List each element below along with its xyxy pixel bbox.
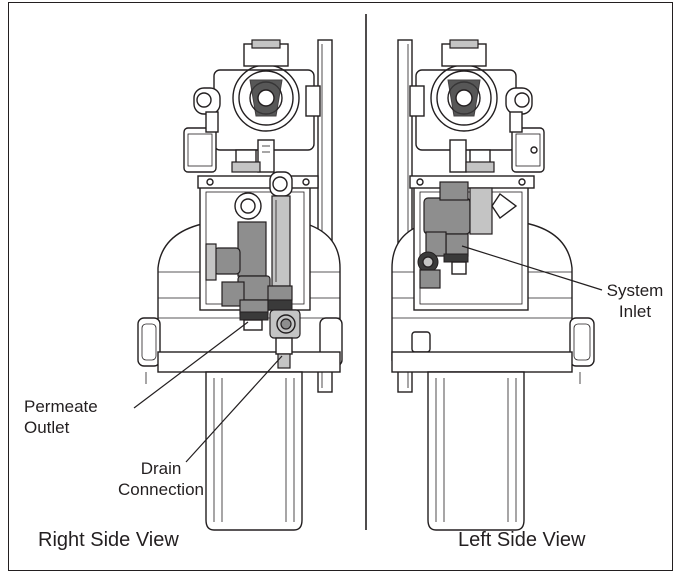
permeate-outlet-label-line2: Outlet	[24, 418, 70, 437]
right-side-view-caption: Right Side View	[38, 529, 179, 551]
figure-border	[8, 2, 673, 571]
left-side-view-drawing	[391, 39, 595, 531]
drain-connection-leader	[185, 355, 283, 463]
right-side-view-drawing	[137, 39, 343, 531]
system-inlet-label-line2: Inlet	[618, 302, 652, 321]
permeate-outlet-leader	[133, 321, 249, 409]
drain-connection-label-line1: Drain	[140, 459, 182, 478]
left-side-view-caption: Left Side View	[458, 529, 586, 551]
system-inlet-label: System Inlet	[604, 280, 666, 322]
drain-connection-label: Drain Connection	[108, 458, 214, 500]
permeate-outlet-label-line1: Permeate	[24, 397, 98, 416]
system-inlet-leader	[461, 245, 603, 291]
drain-connection-label-line2: Connection	[117, 480, 204, 499]
system-inlet-label-line1: System	[606, 281, 664, 300]
permeate-outlet-label: Permeate Outlet	[24, 396, 98, 438]
